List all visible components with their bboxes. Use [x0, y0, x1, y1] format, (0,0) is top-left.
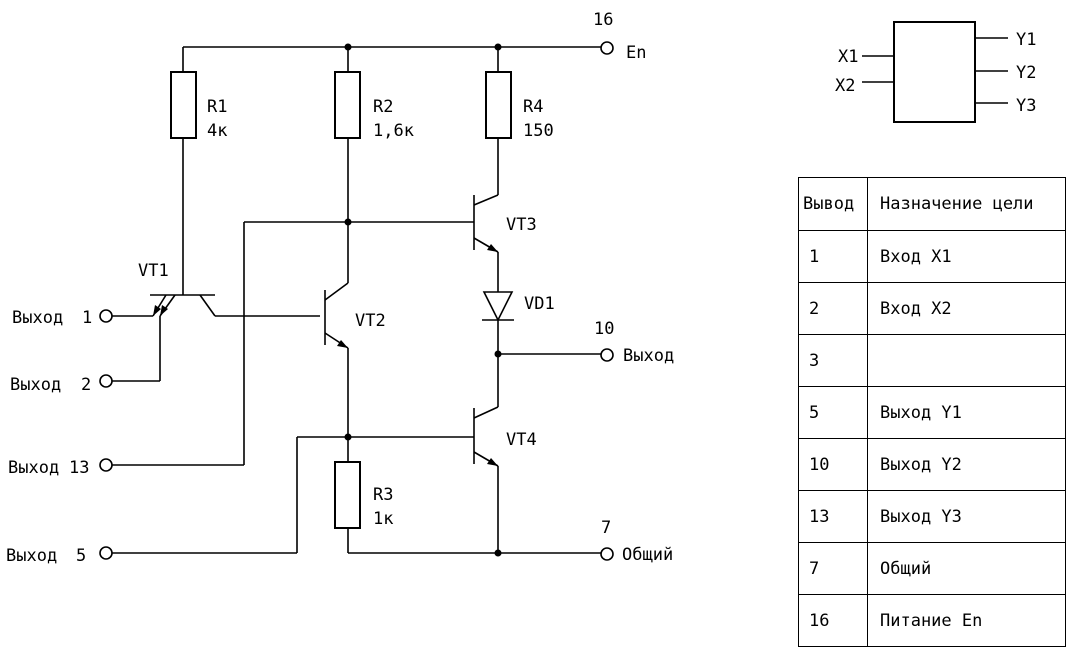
vt3-label: VT3	[506, 215, 537, 235]
in13-label: Выход	[8, 458, 59, 478]
column-header-pin: Вывод	[798, 177, 868, 231]
pin5-wire	[112, 437, 298, 554]
en-label: En	[626, 43, 646, 63]
table-row: 3	[798, 334, 1066, 387]
r3-name: R3	[373, 485, 393, 505]
pin-cell: 16	[798, 594, 868, 647]
symbol-y3: Y3	[1016, 96, 1036, 116]
pin-cell: 2	[798, 282, 868, 335]
purpose-cell: Вход X1	[867, 230, 1066, 283]
vt4-label: VT4	[506, 430, 537, 450]
purpose-cell: Выход Y1	[867, 386, 1066, 439]
resistor-r2	[334, 47, 361, 226]
pin-2-label: 2	[81, 375, 91, 395]
terminal-16	[600, 41, 614, 55]
pin-7-label: 7	[601, 518, 611, 538]
pin-assignment-table: Вывод Назначение цели 1 Вход X1 2 Вход X…	[798, 177, 1066, 647]
pin-16-label: 16	[593, 10, 613, 30]
terminal-7	[600, 547, 614, 561]
symbol-y1: Y1	[1016, 30, 1036, 50]
terminal-1	[99, 309, 113, 323]
transistor-vt2	[324, 222, 352, 441]
pin-13-label: 13	[69, 458, 89, 478]
terminal-5	[99, 546, 113, 560]
table-row: 1 Вход X1	[798, 230, 1066, 283]
terminal-10	[600, 348, 614, 362]
pin-10-label: 10	[594, 319, 614, 339]
gnd-label: Общий	[622, 545, 673, 565]
purpose-cell: Выход Y3	[867, 490, 1066, 543]
column-header-purpose: Назначение цели	[867, 177, 1066, 231]
r1-name: R1	[207, 97, 227, 117]
pin-5-label: 5	[76, 546, 86, 566]
vt3-base-wire	[112, 221, 474, 466]
terminal-2	[99, 374, 113, 388]
r4-name: R4	[523, 97, 543, 117]
in5-label: Выход	[6, 546, 57, 566]
resistor-r3	[334, 437, 361, 553]
vt2-label: VT2	[355, 311, 386, 331]
pin-1-label: 1	[82, 308, 92, 328]
table-row: 5 Выход Y1	[798, 386, 1066, 439]
symbol-y2: Y2	[1016, 63, 1036, 83]
in2-label: Выход	[10, 375, 61, 395]
in1-label: Выход	[12, 308, 63, 328]
r2-name: R2	[373, 97, 393, 117]
purpose-cell: Питание En	[867, 594, 1066, 647]
r3-value: 1к	[373, 509, 393, 529]
pin-cell: 13	[798, 490, 868, 543]
symbol-x2: X2	[835, 76, 855, 96]
table-row: 2 Вход X2	[798, 282, 1066, 335]
pin-cell: 10	[798, 438, 868, 491]
diode-vd1	[482, 291, 601, 407]
table-row: 10 Выход Y2	[798, 438, 1066, 491]
out10-label: Выход	[623, 346, 674, 366]
pin-cell: 1	[798, 230, 868, 283]
pin-cell: 5	[798, 386, 868, 439]
purpose-cell: Вход X2	[867, 282, 1066, 335]
table-row: 13 Выход Y3	[798, 490, 1066, 543]
transistor-vt1	[112, 294, 320, 382]
ground-rail	[348, 549, 601, 557]
vt1-label: VT1	[138, 261, 169, 281]
supply-rail	[183, 43, 601, 51]
purpose-cell: Выход Y2	[867, 438, 1066, 491]
logic-symbol	[862, 21, 1008, 123]
pin-cell: 3	[798, 334, 868, 387]
resistor-r1	[170, 47, 197, 295]
r4-value: 150	[523, 121, 554, 141]
table-header-row: Вывод Назначение цели	[798, 177, 1066, 231]
purpose-cell: Общий	[867, 542, 1066, 595]
vd1-label: VD1	[524, 294, 555, 314]
r1-value: 4к	[207, 121, 227, 141]
resistor-r4	[485, 47, 512, 195]
table-row: 7 Общий	[798, 542, 1066, 595]
symbol-x1: X1	[838, 47, 858, 67]
r2-value: 1,6к	[373, 121, 414, 141]
transistor-vt3	[473, 194, 499, 292]
transistor-vt4	[297, 406, 499, 553]
table-row: 16 Питание En	[798, 594, 1066, 647]
purpose-cell	[867, 334, 1066, 387]
pin-cell: 7	[798, 542, 868, 595]
terminal-13	[99, 458, 113, 472]
